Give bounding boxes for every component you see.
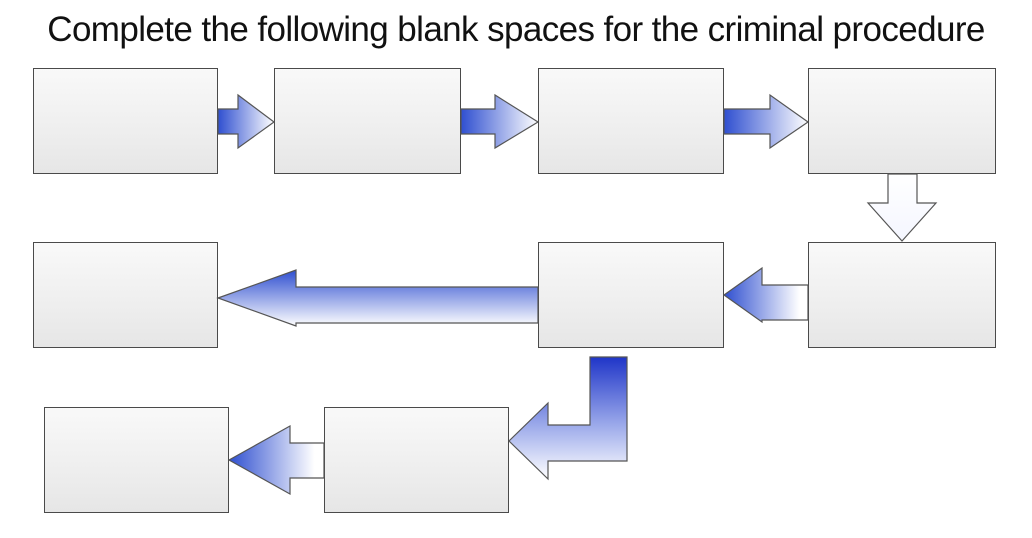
- arrow-elbow-icon: [508, 356, 628, 481]
- arrow-left-icon: [722, 266, 809, 324]
- flow-box-step-2[interactable]: [274, 68, 461, 174]
- arrow-left-icon: [216, 269, 539, 327]
- flow-box-step-4[interactable]: [808, 68, 996, 174]
- arrow-left-icon: [227, 424, 325, 496]
- flow-box-step-3[interactable]: [538, 68, 724, 174]
- arrow-right-icon: [460, 93, 540, 150]
- arrow-right-icon: [723, 93, 810, 150]
- diagram-title: Complete the following blank spaces for …: [47, 10, 985, 49]
- arrow-down-icon: [866, 173, 938, 242]
- flow-box-step-8[interactable]: [324, 407, 509, 513]
- flow-box-step-7[interactable]: [33, 242, 218, 348]
- flow-box-step-9[interactable]: [44, 407, 229, 513]
- arrow-right-icon: [217, 93, 276, 150]
- flow-box-step-1[interactable]: [33, 68, 218, 174]
